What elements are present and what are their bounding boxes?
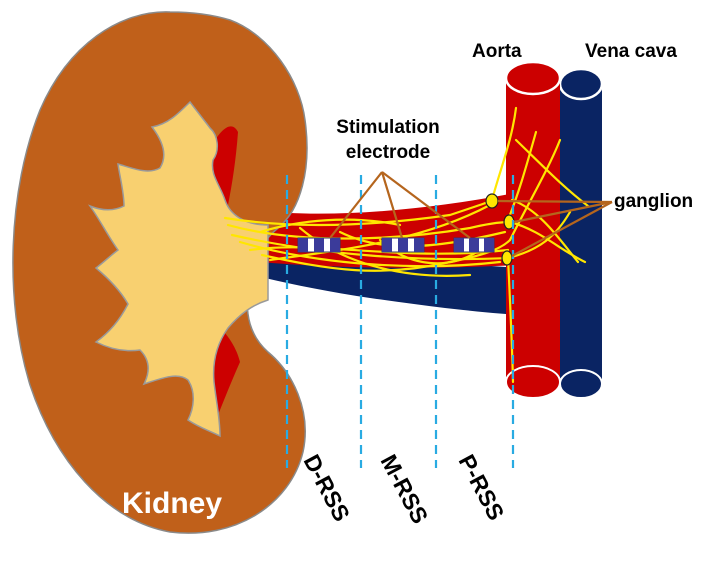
nerve-fiber	[226, 220, 512, 240]
site-guide-lines	[285, 175, 515, 468]
nerve-fiber	[230, 233, 512, 261]
aorta-bottom	[505, 365, 561, 399]
nerve-fiber	[506, 210, 572, 260]
nerve-fiber	[490, 106, 518, 202]
pointer-line	[511, 201, 613, 257]
nerve-fiber	[514, 138, 590, 208]
vena-cava-bottom	[559, 369, 603, 399]
pointer-line	[513, 200, 613, 224]
m-rss-label: M-RSS	[376, 450, 434, 528]
pointer-line	[380, 171, 404, 239]
nerve-fiber	[506, 130, 538, 222]
pointer-line	[497, 199, 613, 204]
pointer-line	[329, 171, 383, 239]
renal-pelvis	[87, 100, 269, 438]
kidney-label: Kidney	[122, 487, 222, 520]
electrode-label-line2: electrode	[346, 142, 430, 163]
ganglia	[485, 193, 515, 266]
nerve-fiber	[258, 218, 402, 234]
vena-cava-label: Vena cava	[585, 41, 677, 62]
aorta-top	[504, 60, 562, 96]
vena-cava	[558, 67, 604, 399]
electrode-label-line1: Stimulation	[336, 117, 439, 138]
nerve-fiber	[248, 246, 510, 255]
electrode-pointers	[329, 171, 471, 239]
electrode-middle	[381, 237, 425, 253]
d-rss-label: D-RSS	[299, 450, 356, 525]
nerve-fiber	[238, 240, 502, 268]
nerve-fiber	[508, 138, 562, 242]
nerve-fiber	[506, 256, 515, 384]
ganglion-node	[485, 193, 499, 209]
ganglion-pointers	[497, 199, 613, 257]
p-rss-label: P-RSS	[454, 450, 510, 524]
nerve-fiber	[510, 198, 580, 264]
vena-cava-body	[560, 84, 602, 384]
electrode-proximal	[453, 237, 495, 253]
ganglion-node	[501, 250, 513, 266]
aorta-label: Aorta	[472, 41, 522, 62]
vena-cava-top	[558, 67, 604, 101]
stimulation-electrodes	[297, 237, 495, 253]
nerve-fiber	[268, 203, 492, 262]
nerve-fiber	[223, 198, 494, 227]
electrode-distal	[297, 237, 341, 253]
ganglion-label: ganglion	[614, 191, 693, 212]
pointer-line	[381, 171, 471, 239]
